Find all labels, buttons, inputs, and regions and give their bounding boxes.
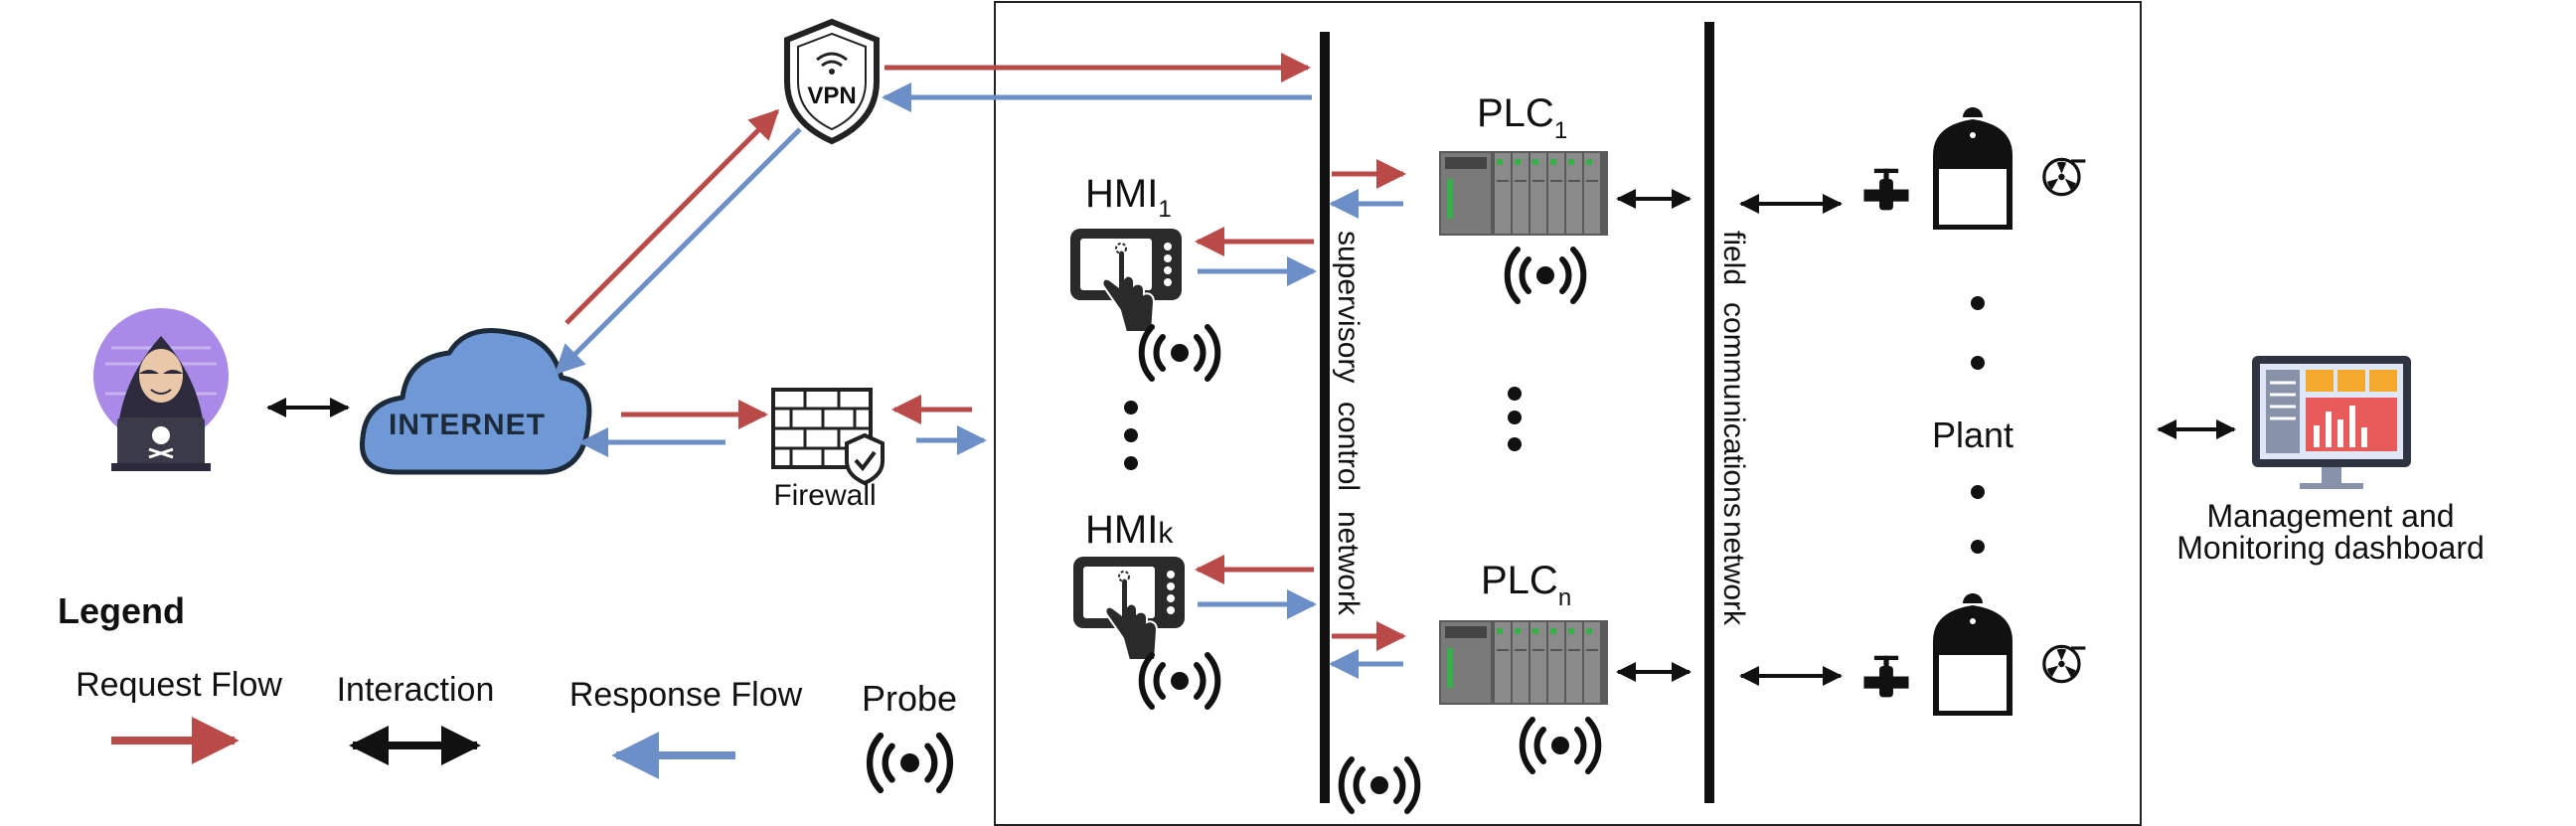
supervisory-network-label: supervisory control network — [1332, 231, 1365, 616]
plant-bottom-pump-icon — [2042, 644, 2087, 684]
plant-top-tank-icon — [1931, 105, 2014, 232]
plant-bottom-valve-icon — [1863, 655, 1909, 698]
plant-ellipsis-dot — [1971, 485, 1985, 499]
hmi-ellipsis-dot — [1124, 401, 1138, 414]
hmi-ellipsis-dot — [1124, 456, 1138, 470]
network-word-field: network — [1717, 521, 1750, 626]
internet-label: INTERNET — [389, 409, 546, 441]
hmi1-touchscreen-icon — [1069, 228, 1183, 333]
hmik-touchscreen-icon — [1072, 556, 1186, 661]
ot-zone-boundary — [994, 1, 2142, 826]
hmi1-label: HMI1 — [1085, 172, 1172, 223]
plant-ellipsis-dot — [1971, 540, 1985, 554]
plc-ellipsis-dot — [1508, 411, 1522, 424]
internet-cloud-icon — [359, 328, 592, 475]
hmi-ellipsis-dot — [1124, 428, 1138, 442]
plc1-label: PLC1 — [1477, 91, 1567, 144]
vpn-shield-icon — [784, 18, 880, 145]
plant-ellipsis-dot — [1971, 356, 1985, 370]
plant-bottom-tank-icon — [1931, 591, 2014, 718]
plcn-probe-icon — [1523, 720, 1599, 771]
firewall-label: Firewall — [773, 479, 876, 512]
firewall-icon — [771, 388, 885, 486]
plcn-label: PLCn — [1481, 559, 1571, 611]
plant-top-pump-icon — [2042, 157, 2087, 197]
plcn-rack-icon — [1439, 620, 1608, 705]
bus-probe-icon — [1342, 759, 1418, 811]
attacker-icon — [93, 308, 229, 471]
plant-label: Plant — [1932, 414, 2013, 455]
legend-response-label: Response Flow — [569, 676, 803, 714]
network-word: network — [1332, 511, 1365, 616]
legend-probe-label: Probe — [862, 678, 957, 719]
plc1-probe-icon — [1508, 249, 1584, 301]
request-internet-to-vpn — [564, 108, 780, 325]
response-vpn-to-internet — [554, 127, 802, 376]
plc1-rack-icon — [1439, 151, 1608, 236]
communications-word: communications — [1717, 302, 1750, 518]
legend-probe-icon — [870, 736, 950, 790]
dashboard-label-line2: Monitoring dashboard — [2176, 530, 2485, 566]
control-word: control — [1332, 402, 1365, 491]
field-word: field — [1717, 231, 1750, 285]
dashboard-monitor-icon — [2252, 356, 2411, 489]
hmi1-probe-icon — [1142, 327, 1218, 379]
field-network-label: field communications network — [1717, 231, 1750, 626]
legend-title: Legend — [58, 590, 185, 631]
plc-ellipsis-dot — [1508, 437, 1522, 451]
dashboard-label-line1: Management and — [2206, 498, 2454, 534]
hmik-label: HMIk — [1085, 508, 1174, 552]
supervisory-word: supervisory — [1332, 231, 1365, 383]
vpn-label: VPN — [807, 83, 856, 109]
plant-top-valve-icon — [1863, 168, 1909, 211]
hmik-probe-icon — [1142, 655, 1218, 707]
plant-ellipsis-dot — [1971, 296, 1985, 310]
legend-interaction-label: Interaction — [337, 671, 495, 709]
plc-ellipsis-dot — [1508, 387, 1522, 401]
legend-request-label: Request Flow — [76, 666, 282, 704]
